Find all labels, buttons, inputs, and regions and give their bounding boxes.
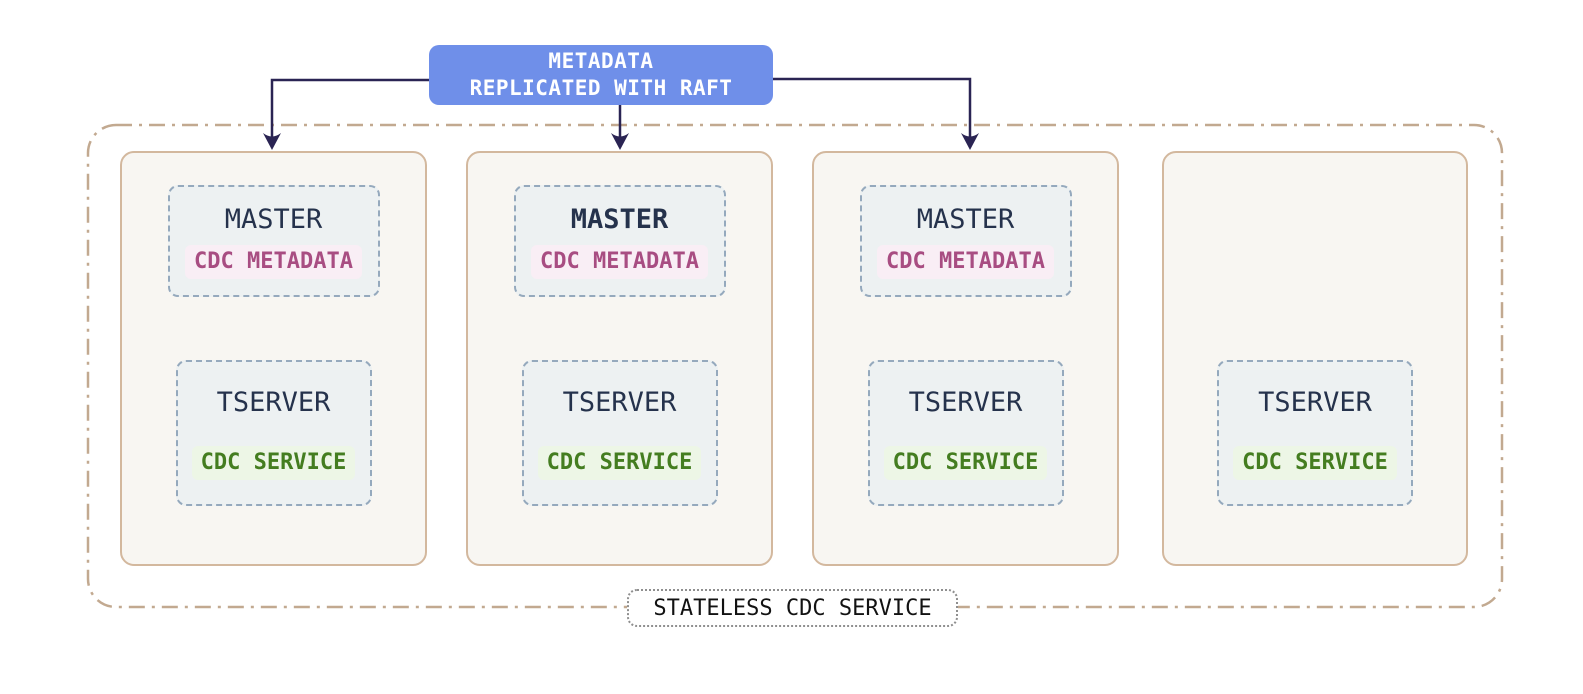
- node-1-tserver-title: TSERVER: [216, 387, 331, 418]
- node-1-master-box: MASTER CDC METADATA: [167, 185, 380, 297]
- node-2: MASTER CDC METADATA TSERVER CDC SERVICE: [466, 151, 773, 566]
- metadata-raft-banner: METADATA REPLICATED WITH RAFT: [429, 45, 773, 105]
- node-3-tserver-box: TSERVER CDC SERVICE: [867, 360, 1064, 506]
- node-2-tserver-title: TSERVER: [562, 387, 677, 418]
- node-3: MASTER CDC METADATA TSERVER CDC SERVICE: [812, 151, 1119, 566]
- node-3-master-title: MASTER: [916, 204, 1015, 235]
- node-2-master-title: MASTER: [570, 204, 669, 235]
- node-1-cdc-metadata-badge: CDC METADATA: [185, 245, 362, 279]
- arrowhead-node-1: [263, 133, 281, 150]
- node-4-tserver-title: TSERVER: [1258, 387, 1372, 418]
- node-1: MASTER CDC METADATA TSERVER CDC SERVICE: [120, 151, 427, 566]
- arrowhead-node-3: [961, 133, 979, 150]
- arrow-to-node-1: [270, 78, 429, 138]
- node-3-tserver-title: TSERVER: [908, 387, 1023, 418]
- arrowhead-node-2: [611, 133, 629, 150]
- node-1-cdc-service-badge: CDC SERVICE: [191, 446, 356, 480]
- node-3-master-box: MASTER CDC METADATA: [859, 185, 1072, 297]
- banner-line-2: REPLICATED WITH RAFT: [469, 76, 733, 100]
- node-2-master-box: MASTER CDC METADATA: [513, 185, 726, 297]
- node-2-tserver-box: TSERVER CDC SERVICE: [521, 360, 718, 506]
- node-2-cdc-service-badge: CDC SERVICE: [537, 446, 702, 480]
- node-1-master-title: MASTER: [224, 204, 323, 235]
- node-4-tserver-box: TSERVER CDC SERVICE: [1217, 360, 1413, 506]
- node-3-cdc-service-badge: CDC SERVICE: [883, 446, 1048, 480]
- node-2-cdc-metadata-badge: CDC METADATA: [531, 245, 708, 279]
- node-1-tserver-box: TSERVER CDC SERVICE: [175, 360, 372, 506]
- node-3-cdc-metadata-badge: CDC METADATA: [877, 245, 1054, 279]
- banner-line-1: METADATA: [548, 49, 654, 73]
- node-4: TSERVER CDC SERVICE: [1162, 151, 1468, 566]
- arrow-to-node-3: [773, 77, 972, 138]
- node-4-cdc-service-badge: CDC SERVICE: [1233, 446, 1397, 480]
- cluster-label: STATELESS CDC SERVICE: [627, 589, 958, 627]
